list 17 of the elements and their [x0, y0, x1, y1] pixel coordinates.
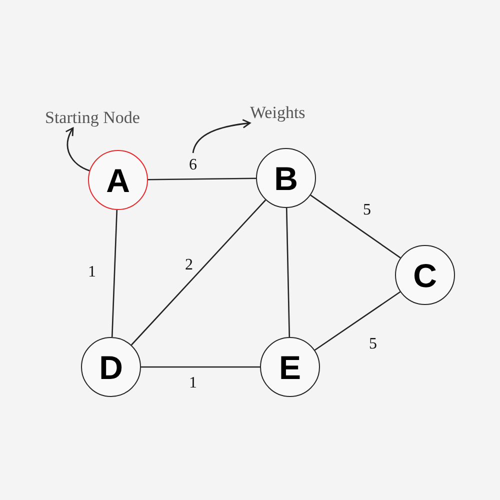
edge-line [148, 178, 256, 180]
edge-line [130, 200, 266, 346]
node-letter: E [278, 350, 301, 384]
node-letter: B [274, 162, 298, 194]
graph-node-circle [256, 148, 316, 208]
annotation-text: Starting Node [45, 107, 140, 128]
node-letter: C [413, 258, 437, 292]
edge-line [286, 208, 290, 338]
edge-line [141, 366, 260, 368]
node-letter: A [106, 164, 130, 196]
leader-arrow [192, 119, 251, 154]
edge-line [310, 194, 401, 258]
edge-line [111, 210, 118, 338]
leader-arrow [65, 127, 90, 172]
annotation-text: Weights [250, 102, 306, 123]
edge-line [314, 291, 401, 351]
node-letter: D [99, 350, 123, 384]
